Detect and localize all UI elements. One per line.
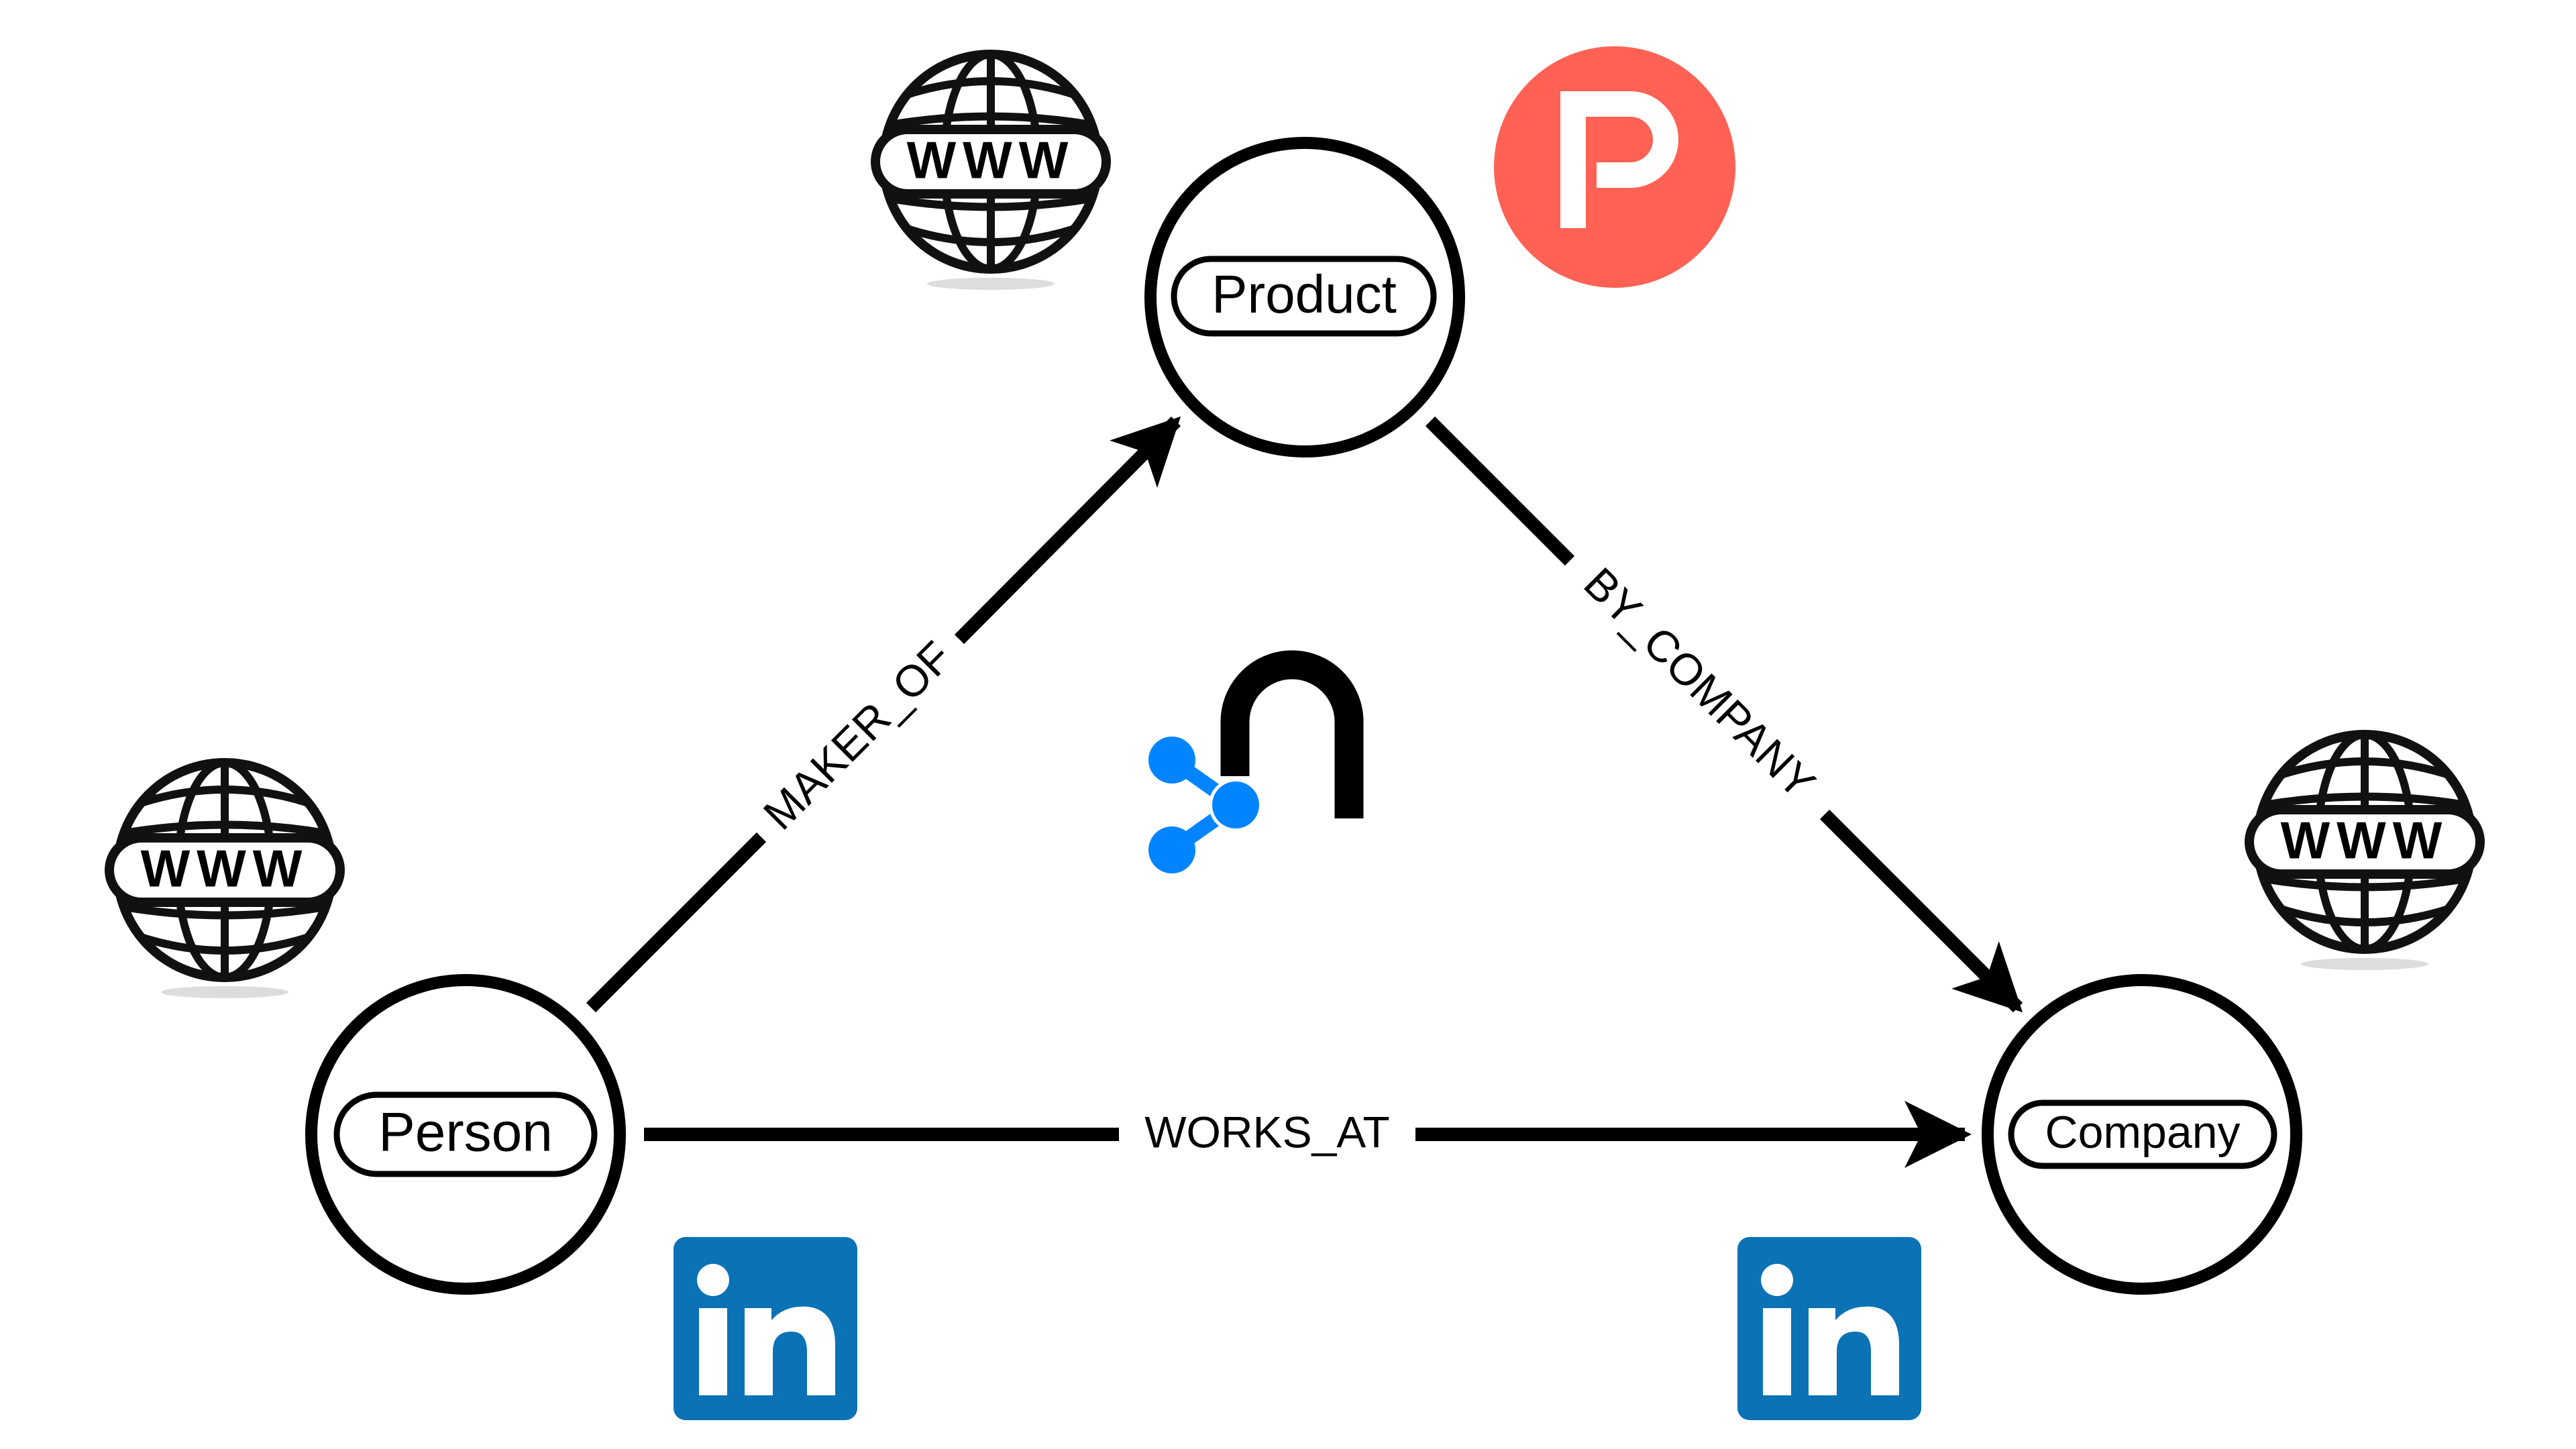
center-logo xyxy=(1148,650,1364,873)
edge-works-at: WORKS_AT xyxy=(644,1101,1972,1168)
www-globe-icon-person: WWW xyxy=(109,763,340,998)
node-product[interactable]: Product xyxy=(1144,137,1465,458)
node-label-company: Company xyxy=(2045,1107,2240,1158)
svg-text:WWW: WWW xyxy=(2281,811,2449,870)
edge-label-maker-of: MAKER_OF xyxy=(754,632,961,839)
svg-text:WWW: WWW xyxy=(907,131,1075,190)
node-person[interactable]: Person xyxy=(305,974,626,1295)
node-company[interactable]: Company xyxy=(1982,974,2302,1295)
node-label-person: Person xyxy=(378,1102,553,1163)
linkedin-icon-person xyxy=(674,1237,857,1420)
edge-maker-of: MAKER_OF xyxy=(586,416,1181,1013)
node-label-product: Product xyxy=(1212,264,1397,324)
edge-label-works-at: WORKS_AT xyxy=(1144,1107,1389,1157)
product-hunt-icon xyxy=(1494,46,1735,288)
edge-by-company: BY_COMPANY xyxy=(1425,416,2023,1013)
linkedin-icon-company xyxy=(1737,1237,1921,1420)
www-globe-icon-company: WWW xyxy=(2249,735,2480,970)
www-globe-icon-product: WWW xyxy=(875,54,1106,290)
edge-label-by-company: BY_COMPANY xyxy=(1574,558,1825,808)
svg-text:WWW: WWW xyxy=(141,839,309,898)
